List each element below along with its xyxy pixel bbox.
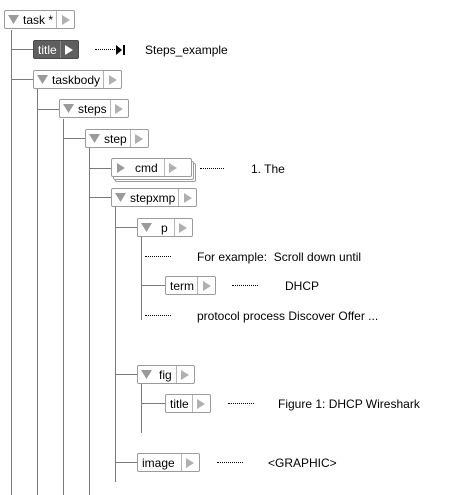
- node-taskbody[interactable]: taskbody: [33, 70, 123, 89]
- arrow-icon[interactable]: [178, 189, 196, 206]
- tree-line-task: [11, 30, 12, 495]
- arrow-icon[interactable]: [163, 159, 182, 176]
- tree-line-fig: [141, 384, 142, 433]
- dots-fig-title: [228, 403, 254, 404]
- tree-line-steps: [63, 119, 64, 495]
- arrow-icon[interactable]: [191, 395, 210, 412]
- expand-icon[interactable]: [86, 130, 103, 147]
- connector-steps: [37, 109, 59, 110]
- arrow-icon[interactable]: [56, 11, 74, 28]
- connector-cmd: [89, 168, 111, 169]
- arrow-icon[interactable]: [129, 130, 148, 147]
- term-text: DHCP: [285, 279, 320, 293]
- dots-term: [232, 285, 258, 286]
- connector-title: [11, 49, 33, 50]
- dots-p-text: [145, 256, 171, 257]
- title-text: Steps_example: [145, 43, 228, 57]
- node-label: cmd: [135, 160, 158, 175]
- expand-icon[interactable]: [5, 11, 22, 28]
- image-text: <GRAPHIC>: [268, 456, 337, 470]
- connector-stepxmp: [89, 197, 111, 198]
- node-steps[interactable]: steps: [59, 99, 129, 118]
- expand-icon[interactable]: [60, 100, 77, 117]
- connector-step: [63, 138, 85, 139]
- connector-image: [115, 462, 137, 463]
- tree-line-taskbody: [37, 89, 38, 495]
- cmd-text: 1. The: [251, 162, 285, 176]
- expand-icon[interactable]: [112, 189, 129, 206]
- dots-image: [217, 462, 243, 463]
- arrow-icon[interactable]: [173, 219, 192, 236]
- node-label: taskbody: [52, 72, 101, 87]
- node-fig[interactable]: fig: [137, 365, 195, 384]
- expand-icon[interactable]: [138, 366, 155, 383]
- node-image[interactable]: image: [137, 453, 200, 472]
- connector-taskbody: [11, 79, 33, 80]
- node-label: steps: [78, 101, 107, 116]
- node-label: p: [161, 220, 168, 235]
- expand-icon[interactable]: [34, 71, 51, 88]
- node-label: term: [170, 278, 194, 293]
- node-cmd[interactable]: cmd: [111, 158, 192, 177]
- p-text-2: protocol process Discover Offer ...: [197, 309, 379, 323]
- node-p[interactable]: p: [137, 218, 193, 237]
- arrow-icon[interactable]: [103, 71, 121, 88]
- connector-fig-title: [141, 403, 165, 404]
- fig-title-text: Figure 1: DHCP Wireshark: [278, 397, 420, 411]
- node-label: stepxmp: [130, 190, 176, 205]
- arrow-icon[interactable]: [109, 100, 128, 117]
- arrow-icon[interactable]: [175, 366, 194, 383]
- dots-title: [95, 49, 117, 50]
- expand-icon[interactable]: [112, 159, 129, 176]
- expand-icon[interactable]: [138, 219, 155, 236]
- dots-cmd: [200, 168, 224, 169]
- node-label: fig: [159, 367, 172, 382]
- node-task[interactable]: task *: [4, 10, 76, 29]
- node-label: step: [104, 131, 127, 146]
- node-step[interactable]: step: [85, 129, 149, 148]
- node-fig-title[interactable]: title: [165, 394, 211, 413]
- tree-line-step: [89, 148, 90, 495]
- dots-p-text2: [145, 315, 171, 316]
- p-text: For example: Scroll down until: [197, 250, 362, 264]
- tree-line-stepxmp: [115, 207, 116, 482]
- connector-p: [115, 227, 137, 228]
- connector-term: [141, 285, 165, 286]
- node-stepxmp[interactable]: stepxmp: [111, 188, 198, 207]
- node-term[interactable]: term: [165, 276, 216, 295]
- arrow-icon[interactable]: [197, 277, 215, 294]
- arrow-icon[interactable]: [180, 454, 199, 471]
- connector-fig: [115, 374, 137, 375]
- node-label: task *: [23, 12, 54, 27]
- node-label: title: [38, 42, 57, 57]
- node-label: image: [142, 455, 175, 470]
- node-label: title: [170, 396, 189, 411]
- link-arrow-icon: [115, 44, 127, 58]
- node-title[interactable]: title: [33, 40, 79, 59]
- arrow-icon[interactable]: [59, 41, 78, 58]
- tree-line-p: [141, 237, 142, 320]
